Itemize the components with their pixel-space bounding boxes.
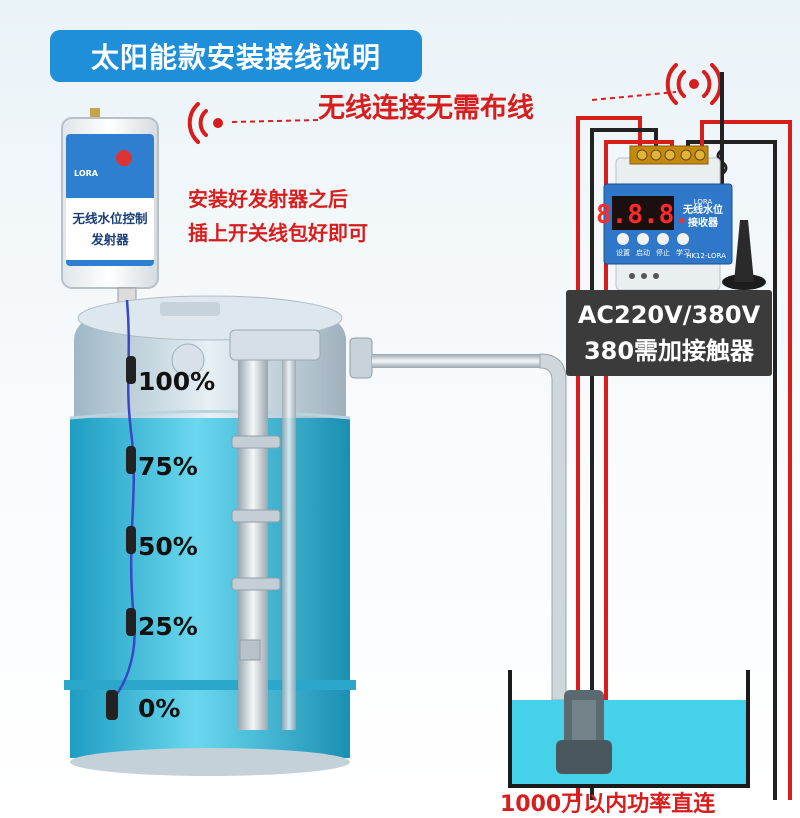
water-pond	[508, 670, 750, 788]
receiver-button-label: 学习	[676, 248, 690, 257]
page-title: 太阳能款安装接线说明	[50, 30, 422, 82]
receiver-unit: 8.8.8. 无线水位 接收器 LORA HK12-LORA 设置 启动 停止 …	[596, 145, 733, 291]
receiver-model: HK12-LORA	[686, 252, 726, 260]
transmitter-label-line2: 发射器	[90, 232, 129, 247]
receiver-label-line2: 接收器	[688, 216, 719, 229]
level-label-100: 100%	[138, 367, 216, 396]
level-label-50: 50%	[138, 532, 198, 561]
install-note-line2: 插上开关线包好即可	[188, 221, 368, 245]
water-tank	[64, 295, 356, 776]
receiver-button-label: 设置	[616, 248, 630, 257]
installation-diagram: 8.8.8. 无线水位 接收器 LORA HK12-LORA 设置 启动 停止 …	[61, 63, 792, 800]
receiver-brand: LORA	[694, 198, 713, 206]
install-note-line1: 安装好发射器之后	[188, 187, 348, 211]
inlet-pipe	[229, 329, 373, 730]
transmitter-label-line1: 无线水位控制	[71, 211, 147, 226]
receiver-display-digits: 8.8.8.	[596, 200, 690, 230]
bottom-caption: 1000万以内功率直连	[500, 792, 716, 817]
outlet-pipe	[372, 353, 567, 701]
transmitter-brand: LORA	[74, 169, 99, 178]
receiver-label-line1: 无线水位	[682, 203, 723, 216]
receiver-display	[612, 196, 674, 230]
wireless-signal-icon	[187, 102, 223, 144]
power-spec-line1: AC220V/380V	[577, 301, 761, 329]
level-label-75: 75%	[138, 452, 198, 481]
install-note: 安装好发射器之后 插上开关线包好即可	[188, 182, 368, 250]
float-switch-cable	[106, 299, 136, 720]
wireless-signal-icon	[665, 63, 723, 105]
level-label-25: 25%	[138, 612, 198, 641]
power-spec-box: AC220V/380V 380需加接触器	[566, 290, 772, 376]
wireless-label: 无线连接无需布线	[318, 93, 534, 124]
level-label-0: 0%	[138, 694, 181, 723]
receiver-button-label: 停止	[656, 248, 670, 257]
power-spec-line2: 380需加接触器	[583, 337, 755, 365]
receiver-button-label: 启动	[636, 248, 650, 257]
submersible-pump	[556, 690, 612, 774]
receiver-buttons: 设置 启动 停止 学习	[616, 233, 690, 257]
transmitter-unit: LORA 无线水位控制 发射器	[61, 108, 159, 309]
